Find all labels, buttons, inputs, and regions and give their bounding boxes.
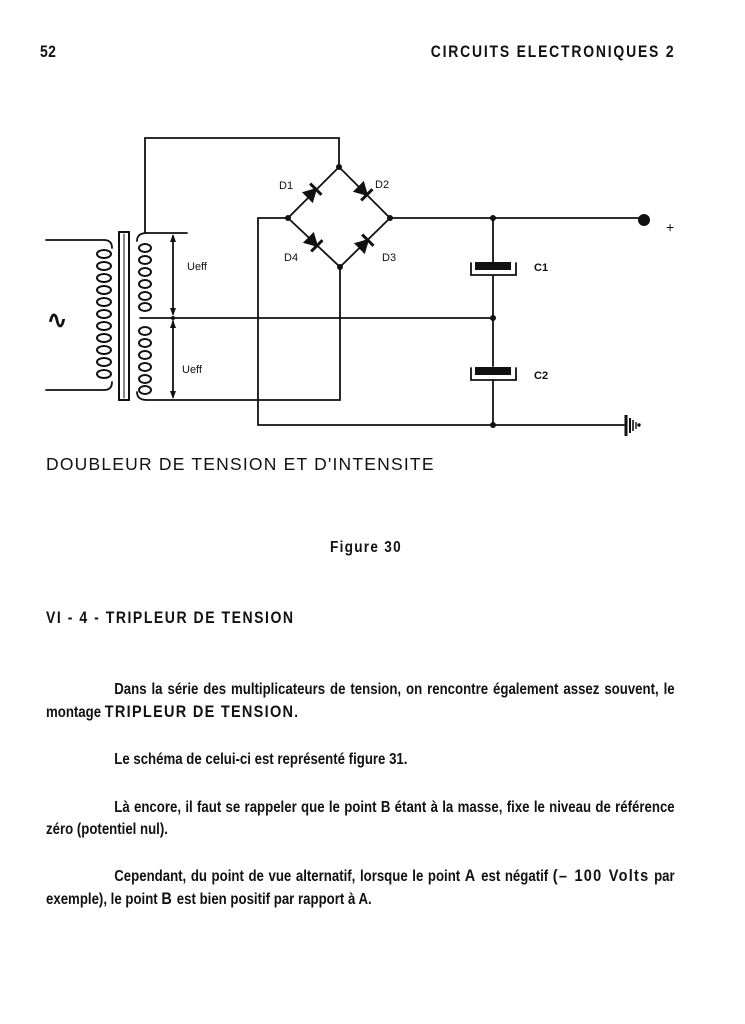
figure-number: Figure 30 (330, 539, 402, 556)
wire-secondary-top-to-bridge (144, 137, 340, 234)
c1-bracket (470, 262, 517, 276)
paragraph-2: Le schéma de celui-ci est représenté fig… (46, 749, 675, 771)
primary-coil-loops (96, 249, 112, 379)
paragraph-4-text-1: Cependant, du point de vue alternatif, l… (114, 868, 465, 885)
diode-d4 (302, 231, 324, 253)
paragraph-4-point-a: A (464, 866, 477, 885)
label-d4: D4 (284, 252, 298, 264)
paragraph-1-text: Dans la série des multiplicateurs de ten… (46, 681, 675, 721)
label-c1: C1 (534, 262, 548, 274)
output-terminal (638, 214, 650, 226)
paragraph-2-text: Le schéma de celui-ci est représenté fig… (114, 751, 408, 768)
paragraph-4-voltage: (– 100 Volts (552, 866, 650, 885)
paragraph-1-end: . (294, 704, 298, 721)
secondary-coil-loops (138, 243, 152, 395)
paragraph-3-end: étant à la masse, fixe le niveau de réfé… (46, 799, 675, 838)
paragraph-4-point-b: B (161, 889, 174, 908)
label-plus: + (666, 219, 674, 235)
section-heading: VI - 4 - TRIPLEUR DE TENSION (46, 609, 295, 627)
diode-d2 (352, 180, 374, 202)
label-d2: D2 (375, 179, 389, 191)
paragraph-4-text-4: est bien positif par rapport à A. (173, 891, 372, 908)
paragraph-1: Dans la série des multiplicateurs de ten… (46, 679, 675, 724)
paragraph-3-emphasis: B (380, 799, 391, 816)
capacitor-c1-plate (475, 262, 511, 270)
paragraph-4: Cependant, du point de vue alternatif, l… (46, 865, 675, 911)
primary-coil (103, 239, 113, 391)
junction-dots (171, 164, 496, 428)
paragraph-3: Là encore, il faut se rappeler que le po… (46, 797, 675, 841)
capacitor-c2-plate (475, 367, 511, 375)
ground-icon (624, 415, 641, 436)
running-title: CIRCUITS ELECTRONIQUES 2 (430, 42, 675, 61)
paragraph-1-emphasis: TRIPLEUR DE TENSION (104, 702, 295, 721)
diode-d3 (353, 233, 375, 255)
label-ueff-top: Ueff (187, 261, 208, 273)
paragraph-3-text: Là encore, il faut se rappeler que le po… (114, 799, 381, 816)
c2-bracket (470, 367, 517, 381)
transformer-core (118, 231, 130, 401)
label-d1: D1 (279, 180, 293, 192)
figure-30-circuit-diagram: ∿ Ueff Ueff D1 D2 D3 D4 C1 C2 + (45, 137, 674, 436)
paragraph-4-text-2: est négatif (476, 868, 553, 885)
label-c2: C2 (534, 370, 548, 382)
wire-bridge-left-to-ground (257, 217, 494, 426)
label-ueff-bottom: Ueff (182, 364, 203, 376)
ac-source-symbol: ∿ (47, 307, 67, 334)
wire-secondary-bottom (146, 266, 341, 401)
page-number: 52 (40, 42, 57, 61)
ueff-arrowheads (170, 234, 176, 399)
paragraph-4-text-3: par exemple), le point (46, 868, 675, 908)
diode-d1 (301, 182, 323, 204)
label-d3: D3 (382, 252, 396, 264)
figure-caption: DOUBLEUR DE TENSION ET D'INTENSITE (46, 454, 435, 474)
